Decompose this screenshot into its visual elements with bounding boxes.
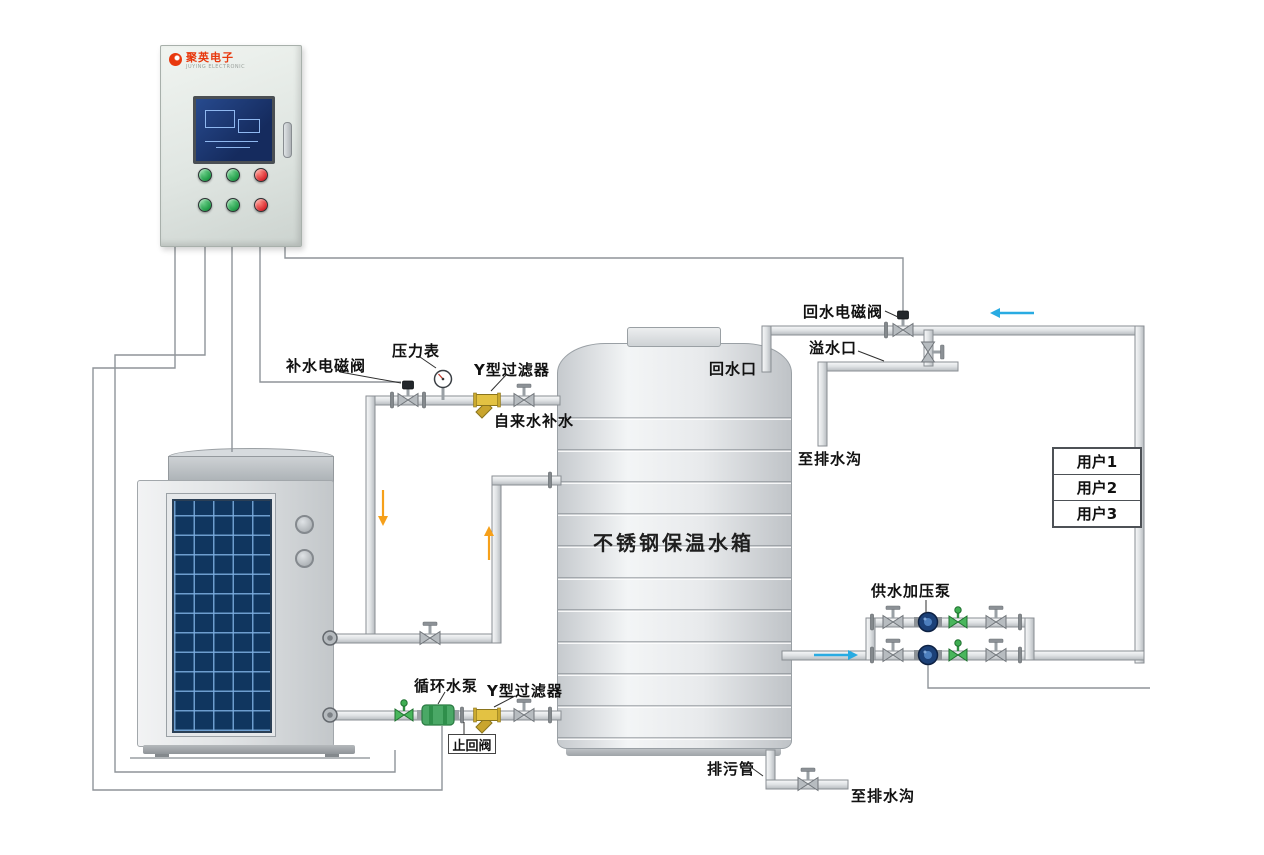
label-return-port: 回水口 <box>709 360 758 378</box>
tank-top-cap <box>627 327 721 347</box>
water-tank <box>557 343 792 749</box>
label-y-filter-bottom: Y型过滤器 <box>487 682 563 700</box>
tank-base <box>566 746 781 756</box>
pipe-tank-inlet-riser <box>491 479 502 644</box>
pipe-supply-horizontal <box>781 650 1145 661</box>
booster-check-valve-2 <box>948 639 968 662</box>
brand-logo: 聚英电子 JUYING ELECTRONIC <box>169 52 245 70</box>
booster-valve <box>985 605 1007 629</box>
hmi-screen <box>193 96 275 164</box>
user-row-3: 用户3 <box>1076 505 1118 523</box>
label-circulation-pump: 循环水泵 <box>414 677 479 695</box>
circulation-inlet-valve <box>394 699 414 722</box>
panel-button-red <box>254 198 268 212</box>
heat-pump-base <box>143 745 355 754</box>
ground-line <box>130 757 370 759</box>
panel-button-red <box>254 168 268 182</box>
panel-button-green <box>226 168 240 182</box>
brand-logo-icon <box>169 53 182 66</box>
users-table: 用户1 用户2 用户3 <box>1052 447 1142 528</box>
booster-pump-1 <box>913 611 943 633</box>
pipe-blowdown-horizontal <box>765 779 849 790</box>
screen-graphic <box>205 110 235 128</box>
booster-check-valve-1 <box>948 606 968 629</box>
panel-button-green <box>198 198 212 212</box>
tank-ribs <box>558 388 791 742</box>
wire-to-booster-pump <box>927 664 1150 689</box>
arrow-hot-water-up <box>484 526 494 560</box>
heat-pump-knob <box>295 549 314 568</box>
hp-outlet-valve <box>419 621 441 645</box>
screen-graphic <box>205 141 258 142</box>
pipe-hp-outlet <box>329 633 502 644</box>
heat-pump-knob <box>295 515 314 534</box>
booster-valve <box>882 638 904 662</box>
user-row-2: 用户2 <box>1054 475 1140 501</box>
screen-graphic <box>238 119 260 133</box>
booster-valve <box>985 638 1007 662</box>
label-y-filter-top: Y型过滤器 <box>474 361 550 379</box>
pipe-return-horizontal <box>761 325 1145 336</box>
arrow-return-left <box>990 308 1034 318</box>
circulation-shutoff-valve <box>513 698 535 722</box>
control-cabinet: 聚英电子 JUYING ELECTRONIC <box>160 45 302 247</box>
brand-subtitle: JUYING ELECTRONIC <box>186 64 246 70</box>
blowdown-valve <box>797 767 819 791</box>
y-filter-bottom <box>473 707 501 734</box>
panel-button-green <box>226 198 240 212</box>
label-blowdown: 排污管 <box>707 760 756 778</box>
label-return-valve: 回水电磁阀 <box>803 303 884 321</box>
circulation-pump <box>416 704 460 726</box>
pipe-makeup-horizontal <box>365 395 561 406</box>
cabinet-handle <box>283 122 292 158</box>
label-drain-overflow: 至排水沟 <box>798 450 863 468</box>
booster-valve <box>882 605 904 629</box>
label-drain-blowdown: 至排水沟 <box>851 787 916 805</box>
overflow-valve <box>921 341 945 363</box>
label-tap-water: 自来水补水 <box>494 412 575 430</box>
makeup-solenoid-valve <box>397 380 419 407</box>
label-overflow: 溢水口 <box>809 339 858 357</box>
label-pressure-gauge: 压力表 <box>392 342 441 360</box>
pressure-gauge <box>433 369 453 401</box>
arrow-supply-right <box>814 650 858 660</box>
pipe-makeup-vertical <box>365 395 376 643</box>
label-booster-pump: 供水加压泵 <box>871 582 952 600</box>
label-makeup-valve: 补水电磁阀 <box>286 357 367 375</box>
pipe-booster-branch <box>865 617 1035 628</box>
tank-label: 不锈钢保温水箱 <box>593 531 754 555</box>
pipe-circulation <box>329 710 562 721</box>
booster-pump-2 <box>913 644 943 666</box>
user-row-1: 用户1 <box>1054 449 1140 475</box>
brand-name: 聚英电子 <box>186 51 234 64</box>
pipe-overflow-tray <box>817 361 959 372</box>
evaporator-coil <box>172 499 272 733</box>
return-solenoid-valve <box>892 310 914 337</box>
pipe-tank-inlet-top <box>491 475 562 486</box>
makeup-shutoff-valve <box>513 383 535 407</box>
arrow-makeup-down <box>378 490 388 526</box>
pipe-overflow-drain <box>817 361 828 447</box>
pipe-overflow-tee <box>923 329 934 367</box>
pipe-booster-right-tee <box>1024 617 1035 661</box>
panel-button-green <box>198 168 212 182</box>
screen-graphic <box>216 147 250 148</box>
label-check-valve: 止回阀 <box>448 734 496 754</box>
pipe-booster-left-tee <box>865 617 876 661</box>
